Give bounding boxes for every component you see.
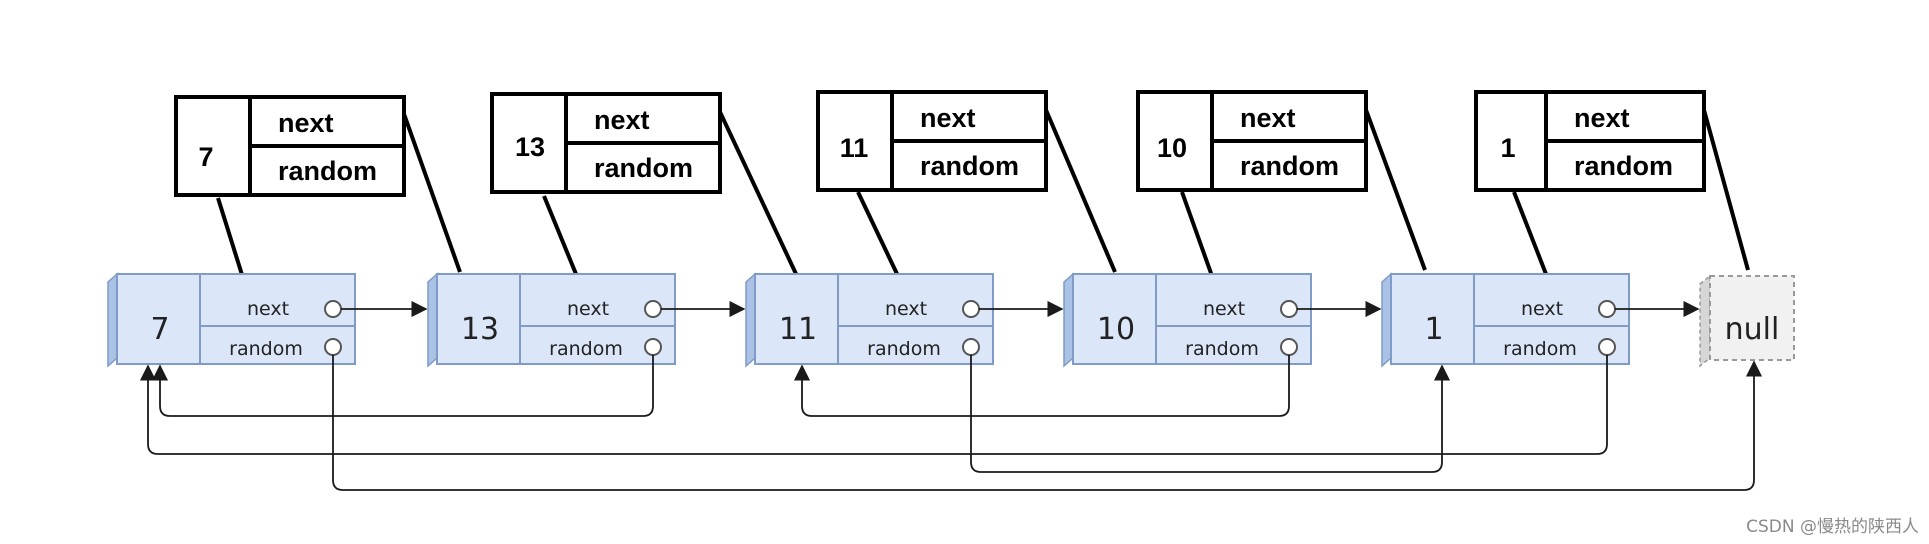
- node-value: 13: [461, 312, 499, 347]
- node-cell-1: 13 next random: [427, 272, 676, 368]
- label-box-random: random: [594, 153, 693, 183]
- node-random-label: random: [229, 338, 303, 360]
- next-port-icon: [1280, 300, 1298, 318]
- label-box-value: 11: [840, 133, 869, 163]
- label-box-random: random: [1574, 151, 1673, 181]
- label-box-value: 7: [198, 142, 213, 172]
- random-port-icon: [1280, 338, 1298, 356]
- label-box-2: 11 next random: [816, 90, 1048, 192]
- null-node: null: [1699, 274, 1795, 368]
- next-port-icon: [324, 300, 342, 318]
- label-box-4: 1 next random: [1474, 90, 1706, 192]
- node-value: 10: [1097, 312, 1135, 347]
- node-next-label: next: [1521, 298, 1563, 320]
- node-cell-0: 7 next random: [107, 272, 356, 368]
- label-box-0: 7 next random: [174, 95, 406, 197]
- node-random-label: random: [867, 338, 941, 360]
- node-random-label: random: [1503, 338, 1577, 360]
- next-port-icon: [962, 300, 980, 318]
- label-box-random: random: [278, 156, 377, 186]
- random-port-icon: [962, 338, 980, 356]
- label-box-1: 13 next random: [490, 92, 722, 194]
- node-next-label: next: [1203, 298, 1245, 320]
- label-box-next: next: [1574, 103, 1630, 133]
- node-random-label: random: [549, 338, 623, 360]
- label-box-next: next: [1240, 103, 1296, 133]
- random-port-icon: [1598, 338, 1616, 356]
- node-random-label: random: [1185, 338, 1259, 360]
- node-next-label: next: [885, 298, 927, 320]
- label-box-value: 10: [1157, 133, 1187, 163]
- next-port-icon: [644, 300, 662, 318]
- callout-lines: [216, 109, 1750, 279]
- node-next-label: next: [567, 298, 609, 320]
- label-box-random: random: [1240, 151, 1339, 181]
- label-box-value: 13: [515, 132, 545, 162]
- node-cell-4: 1 next random: [1381, 272, 1630, 368]
- next-port-icon: [1598, 300, 1616, 318]
- null-label: null: [1725, 312, 1780, 347]
- random-port-icon: [644, 338, 662, 356]
- node-cell-2: 11 next random: [745, 272, 994, 368]
- watermark: CSDN @慢热的陕西人: [1746, 516, 1919, 537]
- node-next-label: next: [247, 298, 289, 320]
- random-arrows: [139, 355, 1763, 491]
- random-port-icon: [324, 338, 342, 356]
- node-value: 7: [150, 312, 169, 347]
- label-box-3: 10 next random: [1136, 90, 1368, 192]
- node-cell-3: 10 next random: [1063, 272, 1312, 368]
- node-value: 11: [779, 312, 817, 347]
- label-box-next: next: [278, 108, 334, 138]
- label-box-random: random: [920, 151, 1019, 181]
- label-box-next: next: [920, 103, 976, 133]
- node-value: 1: [1424, 312, 1443, 347]
- label-box-next: next: [594, 105, 650, 135]
- label-box-value: 1: [1500, 133, 1515, 163]
